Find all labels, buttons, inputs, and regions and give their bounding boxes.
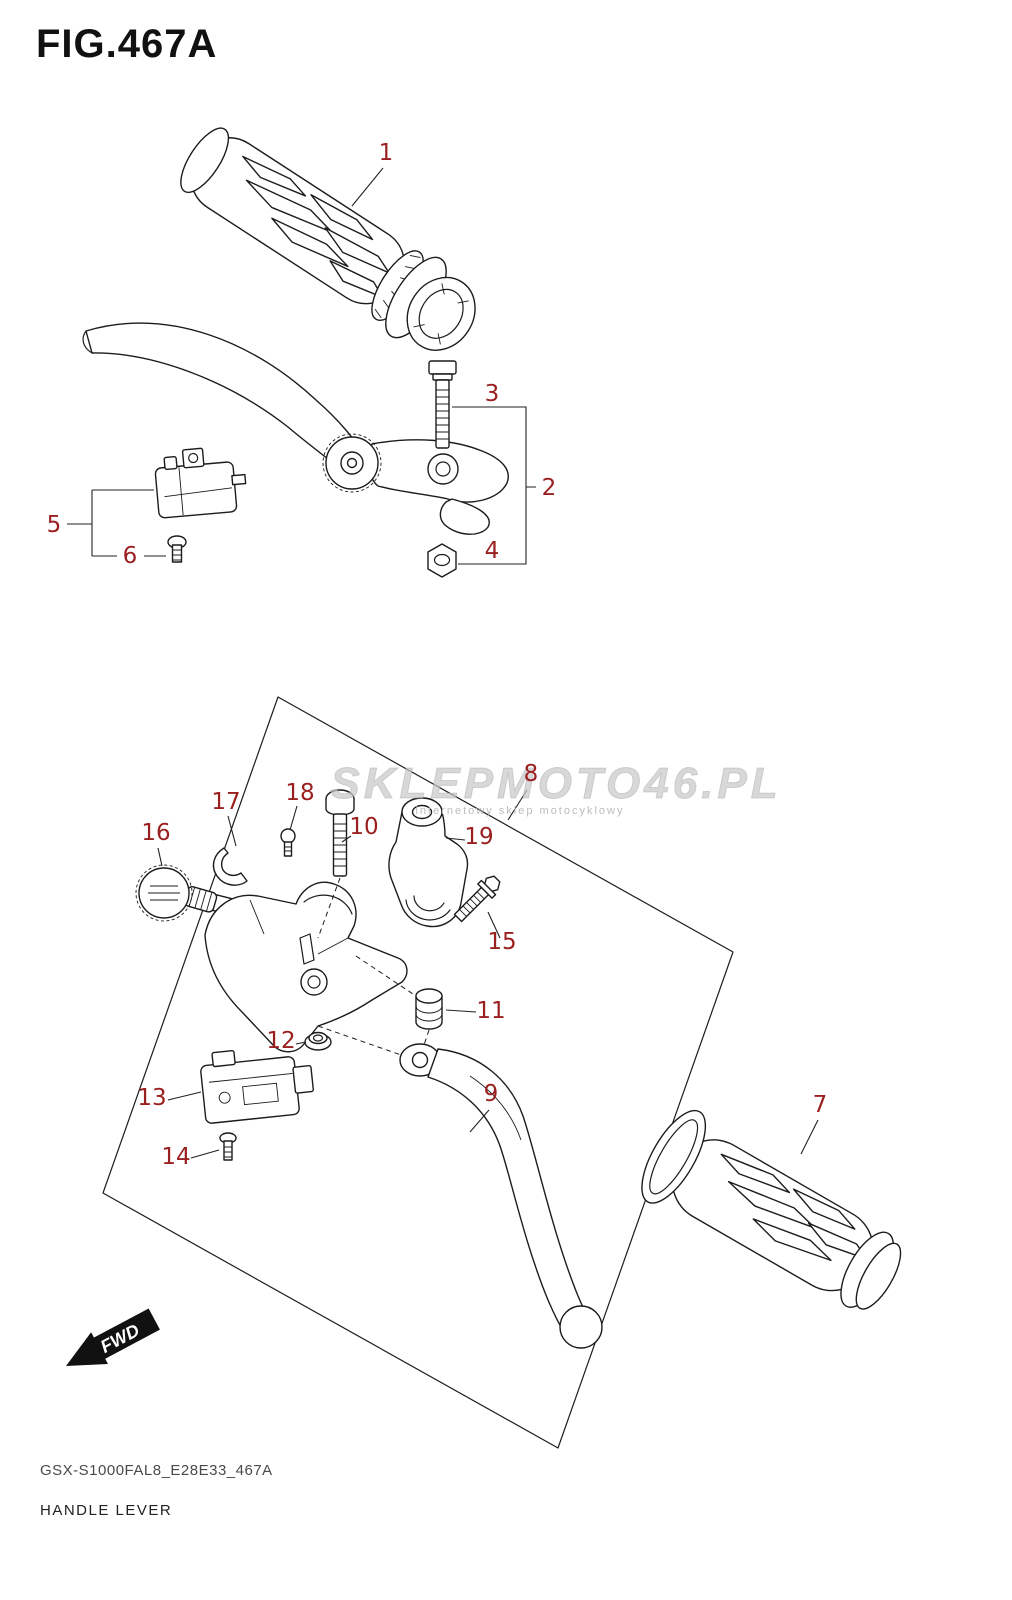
callout-11: 11 — [476, 998, 505, 1024]
lever-holder-drawing — [388, 797, 469, 928]
callout-4: 4 — [485, 538, 500, 564]
callout-9: 9 — [484, 1081, 499, 1107]
callout-10: 10 — [349, 814, 378, 840]
damper-bushing-drawing — [415, 988, 443, 1030]
callout-12: 12 — [266, 1028, 295, 1054]
pivot-nut-drawing — [427, 543, 457, 578]
brake-lever-drawing — [82, 322, 509, 535]
leader-lines — [67, 167, 819, 1159]
grommet-drawing — [304, 1031, 332, 1051]
fwd-arrow-icon — [66, 1332, 109, 1366]
callout-6: 6 — [123, 543, 138, 569]
left-grip-drawing — [641, 1109, 902, 1310]
callout-18: 18 — [285, 780, 314, 806]
fwd-marker: FWD — [66, 1308, 160, 1366]
callout-19: 19 — [464, 824, 493, 850]
callout-15: 15 — [487, 929, 516, 955]
reference-plane — [102, 696, 734, 1449]
callout-17: 17 — [211, 789, 240, 815]
throttle-grip-drawing — [180, 127, 476, 351]
watermark-text: SKLEPMOTO46.PL — [330, 759, 781, 808]
callout-14: 14 — [161, 1144, 190, 1170]
callout-3: 3 — [485, 381, 500, 407]
callout-16: 16 — [141, 820, 170, 846]
clutch-switch-drawing — [200, 1049, 314, 1124]
clutch-adjuster-drawing — [135, 864, 236, 922]
clamp-bolt-drawing — [453, 875, 501, 923]
clutch-switch-screw-drawing — [219, 1132, 237, 1161]
figure-name: HANDLE LEVER — [40, 1502, 173, 1519]
callout-1: 1 — [379, 140, 394, 166]
clutch-bracket-drawing — [204, 877, 430, 1057]
lever-pivot-bolt-drawing — [428, 360, 457, 449]
callout-5: 5 — [47, 512, 62, 538]
callout-8: 8 — [524, 761, 539, 787]
switch-screw-drawing — [167, 535, 187, 563]
callout-2: 2 — [542, 475, 557, 501]
holder-bolt-drawing — [325, 789, 355, 877]
clutch-lever-drawing — [399, 1043, 603, 1349]
spring-clip-drawing — [212, 847, 248, 886]
footer-part-code: GSX-S1000FAL8_E28E33_467A — [40, 1462, 273, 1479]
callout-7: 7 — [813, 1092, 828, 1118]
callout-13: 13 — [137, 1085, 166, 1111]
front-switch-drawing — [154, 447, 247, 519]
watermark-subtext: internetowy sklep motocyklowy — [415, 805, 624, 817]
figure-title: FIG.467A — [36, 22, 218, 66]
adjuster-screw-drawing — [280, 828, 296, 857]
